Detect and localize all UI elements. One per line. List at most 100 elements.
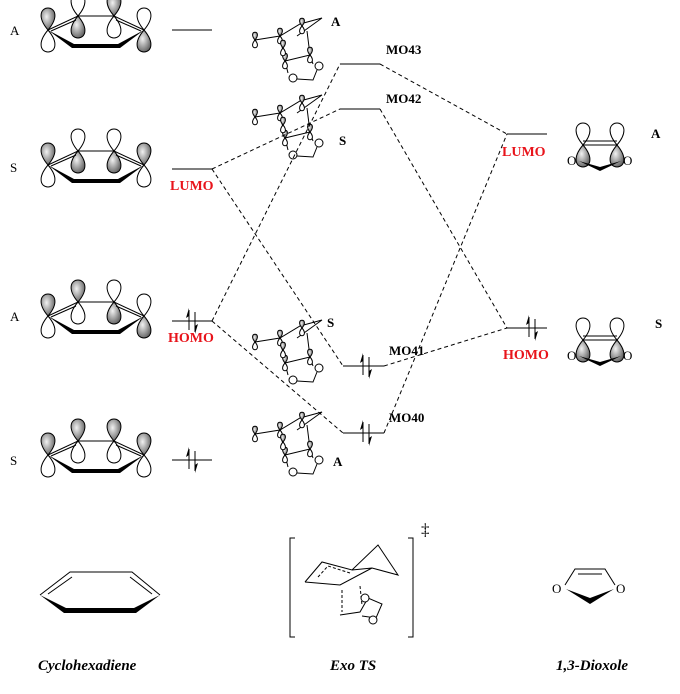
p-orbital-lobe: [70, 301, 86, 325]
correlation-line: [211, 320, 344, 434]
spin-down-head: [195, 324, 198, 334]
ts-sym-3: S: [327, 315, 334, 330]
p-orbital-lobe: [136, 7, 152, 31]
correlation-line: [379, 108, 508, 329]
double-bond: [583, 140, 617, 146]
double-bond: [583, 335, 617, 341]
p-orbital-lobe: [299, 411, 305, 421]
p-orbital-lobe: [106, 0, 122, 17]
p-orbital-lobe: [252, 108, 258, 118]
double-bond: [50, 19, 142, 32]
p-orbital-lobe: [307, 54, 313, 64]
cyclohexadiene-orbital-a2: [40, 279, 152, 339]
p-orbital-lobe: [280, 349, 286, 359]
p-orbital-lobe: [307, 131, 313, 141]
p-orbital-lobe: [252, 433, 258, 443]
ts-frame: [304, 544, 400, 586]
p-orbital-lobe: [280, 124, 286, 134]
ts-dioxole: [339, 597, 383, 619]
p-orbital-lobe: [70, 15, 86, 39]
mo40-electron-pair: [360, 420, 372, 446]
p-orbital-lobe: [609, 122, 625, 146]
left-homo-label: HOMO: [168, 331, 214, 346]
spin-up-head: [186, 308, 189, 318]
correlation-line: [379, 63, 508, 135]
ts-ch2: [296, 69, 318, 81]
right-homo-electron-pair: [526, 315, 538, 341]
left-electron-pair: [186, 447, 198, 473]
p-orbital-lobe: [307, 356, 313, 366]
spin-down-head: [369, 436, 372, 446]
wedge: [566, 589, 614, 604]
ts-orbital-mo43: [252, 17, 324, 83]
p-orbital-lobe: [106, 418, 122, 442]
p-orbital-lobe: [70, 150, 86, 174]
correlation-line: [383, 133, 508, 434]
right-lumo-label: LUMO: [502, 145, 546, 160]
spin-up-head: [360, 420, 363, 430]
p-orbital-lobe: [40, 7, 56, 31]
p-orbital-lobe: [299, 17, 305, 27]
correlation-line: [383, 327, 508, 367]
ts-sym-4: A: [333, 454, 343, 469]
oxygen-atom: [288, 150, 298, 160]
p-orbital-lobe: [307, 46, 313, 56]
p-orbital-lobe: [299, 25, 305, 35]
p-orbital-lobe: [136, 29, 152, 53]
p-orbital-lobe: [299, 327, 305, 337]
left-sym-4: S: [10, 453, 17, 468]
p-orbital-lobe: [299, 94, 305, 104]
ts-sym-1: A: [331, 14, 341, 29]
p-orbital-lobe: [106, 150, 122, 174]
left-sym-3: A: [10, 309, 20, 324]
ring-bottom-wedge: [48, 455, 144, 473]
ts-orbital-mo42: [252, 94, 324, 160]
p-orbital-lobe: [307, 448, 313, 458]
exo-ts-structure: [289, 537, 414, 638]
p-orbital-lobe: [282, 60, 288, 70]
dioxole-bonds: [564, 568, 616, 586]
p-orbital-lobe: [282, 454, 288, 464]
p-orbital-lobe: [280, 47, 286, 57]
p-orbital-lobe: [575, 317, 591, 341]
p-orbital-lobe: [280, 341, 286, 351]
p-orbital-lobe: [307, 348, 313, 358]
double-bond: [50, 444, 142, 457]
correlation-line: [211, 168, 344, 367]
p-orbital-lobe: [280, 39, 286, 49]
p-orbital-lobe: [40, 29, 56, 53]
p-orbital-lobe: [252, 31, 258, 41]
left-sym-2: S: [10, 160, 17, 175]
oxygen-atom: [360, 593, 370, 603]
double-bond: [50, 154, 142, 167]
ts-double-dagger: ‡: [421, 520, 430, 539]
left-lumo-label: LUMO: [170, 179, 214, 194]
p-orbital-lobe: [277, 329, 283, 339]
ts-frame: [254, 94, 323, 118]
p-orbital-lobe: [307, 440, 313, 450]
oxygen-atom: [288, 375, 298, 385]
ts-orbital-mo41: [252, 319, 324, 385]
p-orbital-lobe: [106, 440, 122, 464]
wedge: [579, 356, 621, 366]
ring-top: [39, 571, 161, 596]
p-orbital-lobe: [252, 341, 258, 351]
p-orbital-lobe: [40, 432, 56, 456]
oxygen-label: O: [552, 581, 561, 596]
p-orbital-lobe: [106, 128, 122, 152]
double-bond: [47, 576, 153, 595]
caption-exo-ts: Exo TS: [329, 658, 376, 674]
cyclohexadiene-orbital-a1: [40, 0, 152, 53]
cyclohexadiene-structure: [39, 571, 161, 613]
mo42-label: MO42: [386, 91, 421, 106]
p-orbital-lobe: [70, 128, 86, 152]
mo40-label: MO40: [389, 410, 424, 425]
p-orbital-lobe: [277, 104, 283, 114]
p-orbital-lobe: [575, 144, 591, 168]
p-orbital-lobe: [299, 319, 305, 329]
p-orbital-lobe: [106, 279, 122, 303]
ts-brackets: [289, 537, 414, 638]
caption-dioxole: 1,3-Dioxole: [556, 658, 628, 674]
ts-partial-bonds: [317, 565, 363, 612]
